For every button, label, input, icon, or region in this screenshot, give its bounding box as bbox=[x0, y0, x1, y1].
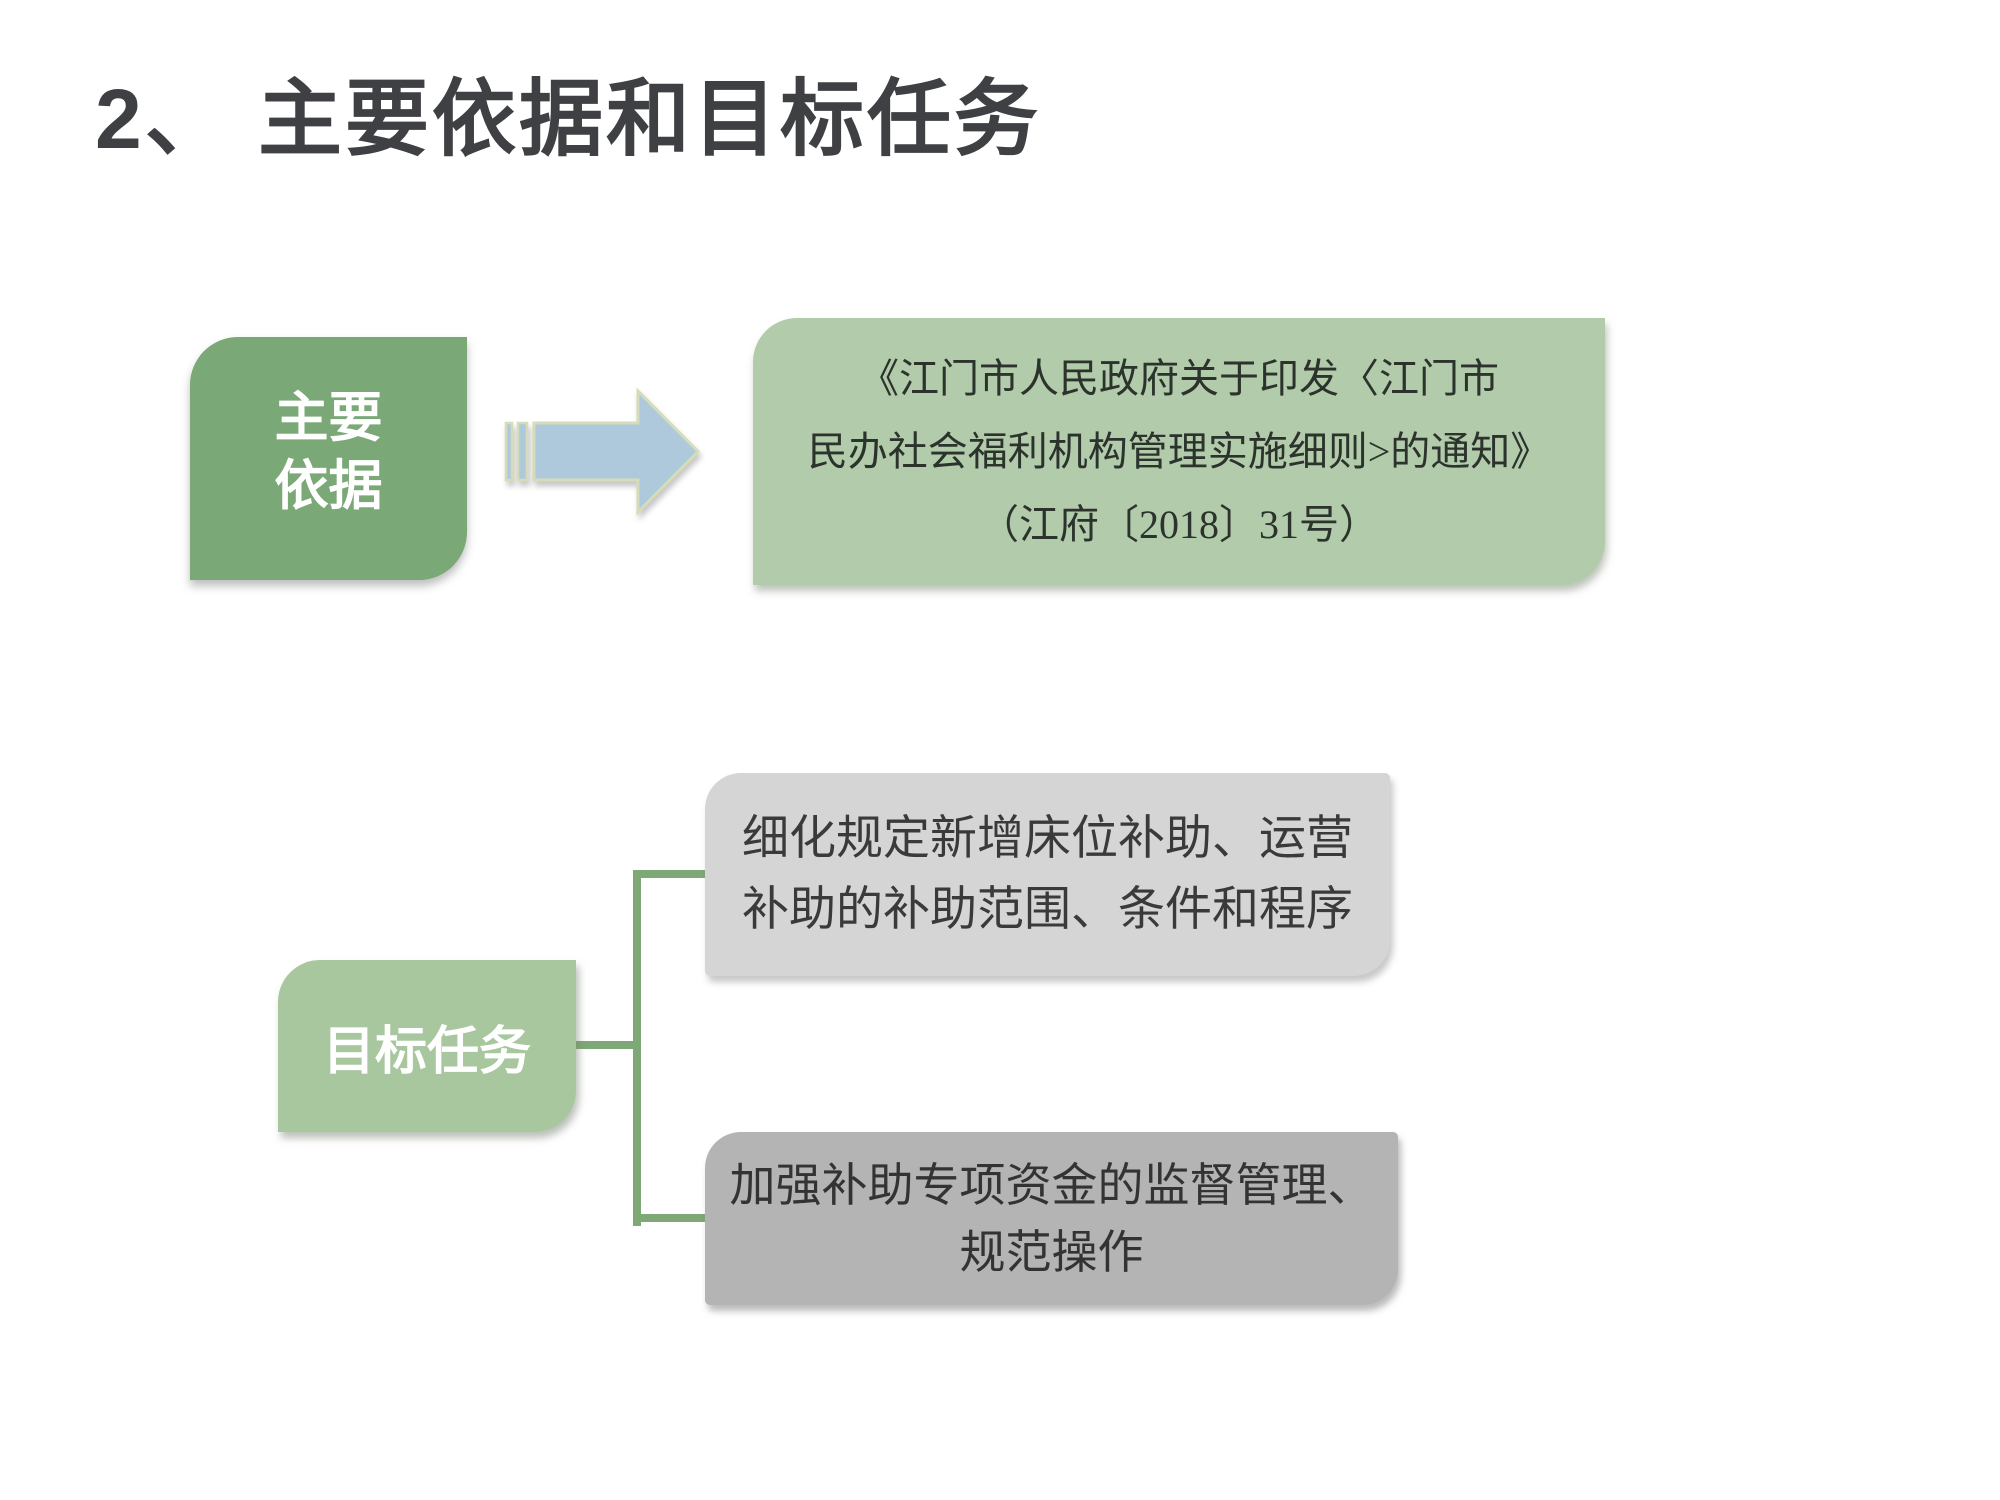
notice-line2: 民办社会福利机构管理实施细则>的通知》 bbox=[807, 429, 1551, 474]
task1-line1: 细化规定新增床位补助、运营 bbox=[742, 812, 1353, 865]
task-box-1: 细化规定新增床位补助、运营 补助的补助范围、条件和程序 bbox=[705, 773, 1390, 976]
connector-stub-task1 bbox=[633, 870, 706, 878]
notice-line1: 《江门市人民政府关于印发〈江门市 bbox=[859, 356, 1499, 401]
arrow-container bbox=[503, 387, 703, 517]
page-title: 2、 主要依据和目标任务 bbox=[95, 72, 1042, 166]
connector-stub-task2 bbox=[633, 1214, 706, 1222]
main-basis-label-line1: 主要 bbox=[274, 387, 383, 448]
goal-label: 目标任务 bbox=[322, 1022, 531, 1081]
goal-box: 目标任务 bbox=[278, 960, 576, 1132]
notice-line3: （江府〔2018〕31号） bbox=[979, 502, 1379, 547]
task2-line1: 加强补助专项资金的监督管理、 bbox=[729, 1159, 1374, 1211]
notice-box: 《江门市人民政府关于印发〈江门市 民办社会福利机构管理实施细则>的通知》 （江府… bbox=[753, 318, 1605, 585]
task1-line2: 补助的补助范围、条件和程序 bbox=[742, 883, 1353, 936]
right-arrow-icon bbox=[504, 387, 701, 516]
connector-stub-goal bbox=[575, 1041, 641, 1049]
task-box-2: 加强补助专项资金的监督管理、 规范操作 bbox=[705, 1132, 1398, 1305]
main-basis-box: 主要 依据 bbox=[190, 337, 467, 580]
task2-line2: 规范操作 bbox=[959, 1226, 1144, 1278]
main-basis-label-line2: 依据 bbox=[274, 455, 383, 516]
